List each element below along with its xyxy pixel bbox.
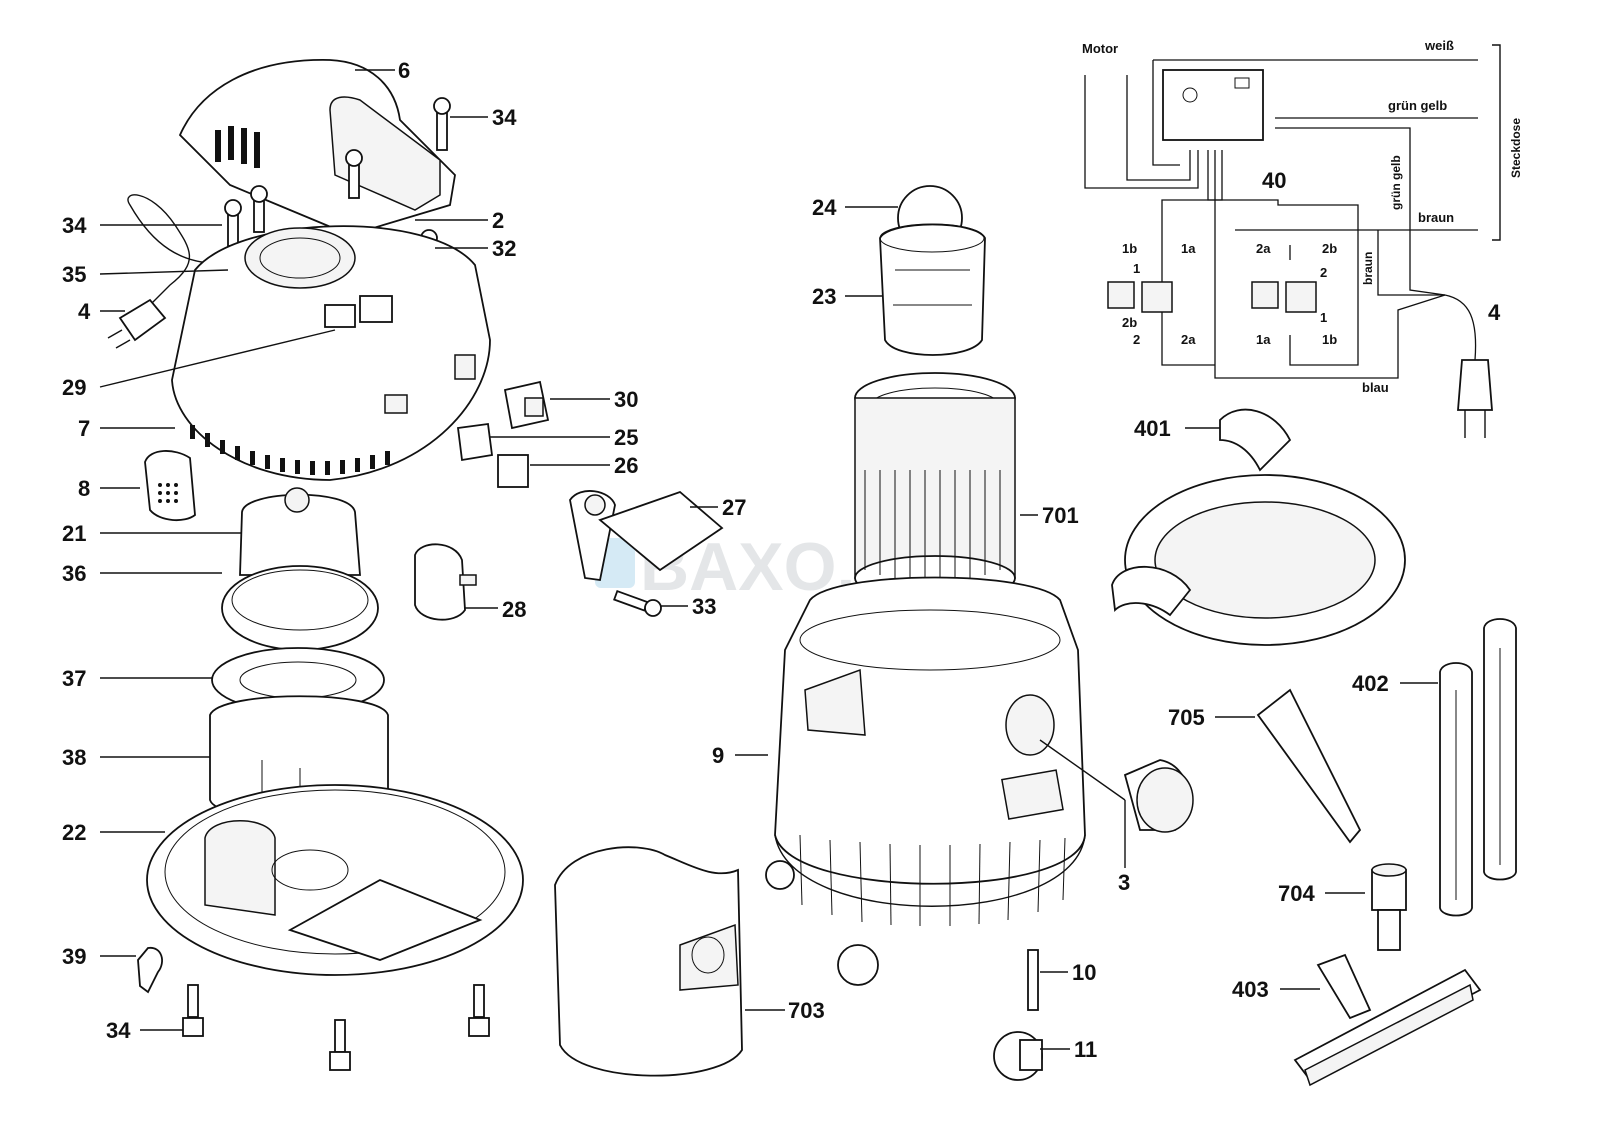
wire-label-braun: braun	[1418, 210, 1454, 225]
part-labels: 6 34 34 2 32 35 4 29 30 7 25 26 8 27 21 …	[62, 58, 1501, 1062]
label-27: 27	[722, 495, 746, 520]
adapter-704	[1371, 863, 1407, 951]
motor-housing	[171, 225, 491, 481]
label-38: 38	[62, 745, 86, 770]
terminal-2-bottom: 2	[1133, 332, 1140, 347]
label-22: 22	[62, 820, 86, 845]
label-9: 9	[712, 743, 724, 768]
terminal-2b-bottom: 2b	[1122, 315, 1137, 330]
cable-plug-left	[107, 194, 236, 349]
label-7: 7	[78, 416, 90, 441]
label-8: 8	[78, 476, 90, 501]
wire-label-weiss: weiß	[1424, 38, 1454, 53]
label-26: 26	[614, 453, 638, 478]
crevice-705	[1256, 688, 1362, 844]
terminal-2a-bottom: 2a	[1181, 332, 1196, 347]
terminal-2b-mid: 2b	[1322, 241, 1337, 256]
terminal-2-mid: 2	[1320, 265, 1327, 280]
castor-10-11	[993, 949, 1043, 1081]
sleeve-703	[554, 846, 743, 1077]
tank-9	[765, 576, 1086, 986]
clip-8	[144, 450, 196, 521]
label-40: 40	[1262, 168, 1286, 193]
clip-39	[137, 947, 163, 994]
flap-27	[569, 490, 724, 582]
label-32: 32	[492, 236, 516, 261]
label-35: 35	[62, 262, 86, 287]
label-21: 21	[62, 521, 86, 546]
label-39: 39	[62, 944, 86, 969]
label-6: 6	[398, 58, 410, 83]
screws-bottom	[182, 984, 490, 1071]
fan-36	[221, 565, 379, 651]
hose-401	[1111, 408, 1406, 646]
terminal-1-left: 1	[1133, 261, 1140, 276]
label-28: 28	[502, 597, 526, 622]
label-403: 403	[1232, 977, 1269, 1002]
label-401: 401	[1134, 416, 1171, 441]
label-11: 11	[1074, 1037, 1097, 1062]
floor-nozzle-403	[1293, 953, 1482, 1087]
terminal-1b-left: 1b	[1122, 241, 1137, 256]
label-4-right: 4	[1488, 300, 1501, 325]
float-24-23	[879, 185, 986, 356]
label-10: 10	[1072, 960, 1096, 985]
terminal-1a-left: 1a	[1181, 241, 1196, 256]
wire-label-gruen-gelb: grün gelb	[1388, 98, 1447, 113]
label-33: 33	[692, 594, 716, 619]
label-2: 2	[492, 208, 504, 233]
tubes-402	[1439, 618, 1517, 917]
switches	[456, 380, 550, 488]
label-37: 37	[62, 666, 86, 691]
label-29: 29	[62, 375, 86, 400]
label-34-bottom: 34	[106, 1018, 131, 1043]
terminal-1a-right: 1a	[1256, 332, 1271, 347]
inlet-3	[1123, 759, 1194, 833]
label-402: 402	[1352, 671, 1389, 696]
wire-label-braun-vertical: braun	[1361, 252, 1375, 285]
label-3: 3	[1118, 870, 1130, 895]
label-4-left: 4	[78, 299, 91, 324]
label-703: 703	[788, 998, 825, 1023]
terminal-1b-right: 1b	[1322, 332, 1337, 347]
label-23: 23	[812, 284, 836, 309]
terminal-1-right: 1	[1320, 310, 1327, 325]
wiring-diagram	[1084, 44, 1501, 438]
wiring-labels: Motor weiß grün gelb braun blau Steckdos…	[1082, 38, 1523, 395]
wire-label-steckdose: Steckdose	[1509, 118, 1523, 178]
terminal-2a-mid: 2a	[1256, 241, 1271, 256]
wire-label-blau: blau	[1362, 380, 1389, 395]
wire-label-motor: Motor	[1082, 41, 1118, 56]
label-34-left: 34	[62, 213, 87, 238]
label-30: 30	[614, 387, 638, 412]
motor-cover	[178, 59, 456, 236]
motor-21	[239, 487, 361, 593]
base-22	[146, 784, 524, 976]
cap-28	[414, 543, 477, 621]
label-701: 701	[1042, 503, 1079, 528]
screw-33	[613, 589, 662, 617]
label-25: 25	[614, 425, 638, 450]
label-24: 24	[812, 195, 837, 220]
label-36: 36	[62, 561, 86, 586]
label-704: 704	[1278, 881, 1315, 906]
label-34-top: 34	[492, 105, 517, 130]
leader-lines	[99, 69, 1438, 1050]
label-705: 705	[1168, 705, 1205, 730]
wire-label-gruen-gelb-vertical: grün gelb	[1389, 155, 1403, 210]
filter-701	[854, 372, 1016, 601]
